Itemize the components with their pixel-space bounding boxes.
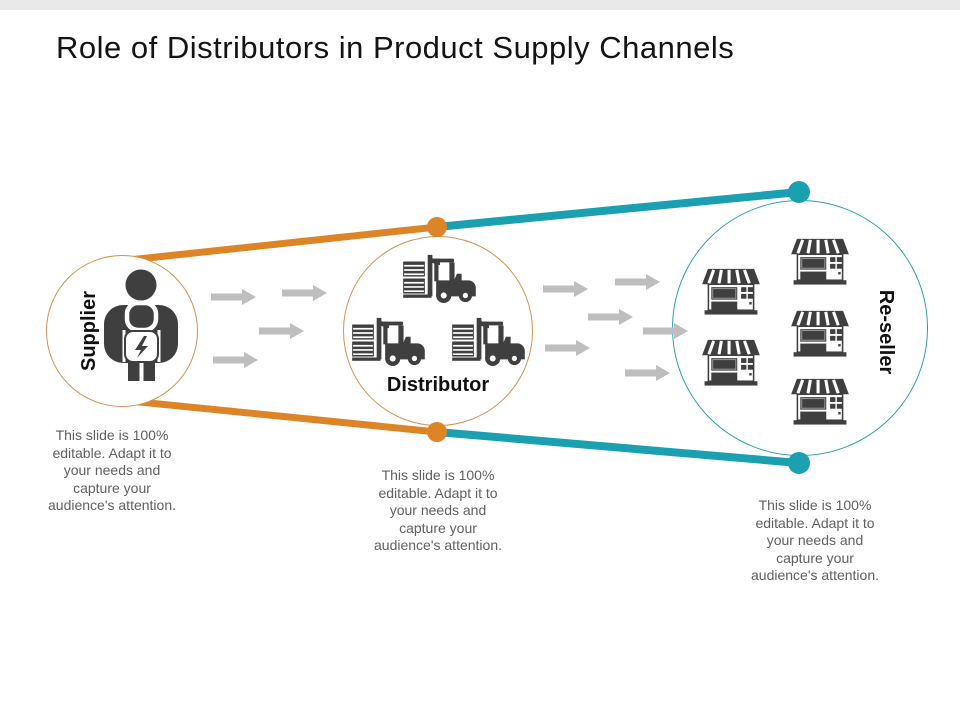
forklift-icon (403, 254, 476, 303)
teal-connector-top (436, 188, 800, 231)
flow-arrow-icon (543, 281, 588, 297)
caption-supplier: This slide is 100% editable. Adapt it to… (48, 427, 176, 513)
storefront-icon (791, 378, 849, 425)
flow-arrow-icon (588, 309, 633, 325)
flow-arrow-icon (213, 352, 258, 368)
forklift-icon (452, 317, 525, 366)
storefront-icon (791, 238, 849, 285)
flow-arrow-icon (282, 285, 327, 301)
flow-arrow-icon (615, 274, 660, 290)
caption-reseller: This slide is 100% editable. Adapt it to… (751, 497, 879, 583)
storefront-icon (702, 339, 760, 386)
forklift-icon (352, 317, 425, 366)
reseller-label: Re-seller (875, 289, 897, 375)
orange-connector-bottom (109, 395, 438, 436)
supplier-label: Supplier (78, 291, 100, 372)
page-title: Role of Distributors in Product Supply C… (56, 30, 735, 65)
storefront-icon (702, 268, 760, 315)
flow-arrow-icon (211, 289, 256, 305)
distributor-label: Distributor (386, 374, 490, 396)
teal-connector-bottom (436, 428, 800, 467)
flow-arrow-icon (625, 365, 670, 381)
caption-distributor: This slide is 100% editable. Adapt it to… (374, 467, 502, 553)
flow-arrow-icon (545, 340, 590, 356)
storefront-icon (791, 310, 849, 357)
orange-connector-top (109, 223, 438, 266)
worker-icon (104, 269, 178, 381)
flow-arrow-icon (643, 323, 688, 339)
top-margin-strip (0, 0, 960, 10)
flow-arrow-icon (259, 323, 304, 339)
